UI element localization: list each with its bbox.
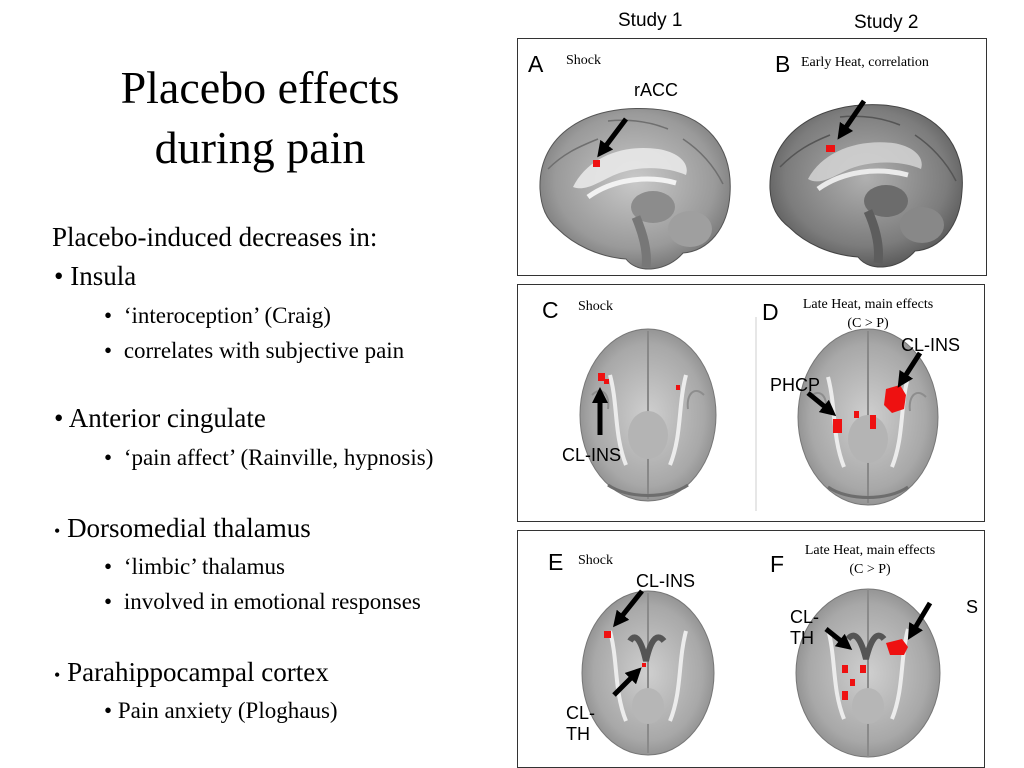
bullet-marker: • <box>104 303 113 328</box>
activation-phcp-d2 <box>870 415 876 429</box>
panel-letter-c: C <box>542 297 559 323</box>
study-2-label: Study 2 <box>854 12 919 33</box>
bullet-marker: • <box>104 445 113 470</box>
bullet-marker: • <box>104 554 113 579</box>
bullet-marker: • <box>54 261 64 291</box>
label-cl-th-e-line-2: TH <box>566 724 590 744</box>
panel-letter-e: E <box>548 549 564 575</box>
intro-text: Placebo-induced decreases in: <box>52 222 378 252</box>
label-phcp: PHCP <box>770 375 821 395</box>
panel-caption-a: Shock <box>566 53 601 68</box>
bullet-marker: • <box>54 521 61 541</box>
activation-phcp-d3 <box>854 411 859 418</box>
panel-caption-e: Shock <box>578 553 613 568</box>
label-cl-th-e: CL- TH <box>566 703 595 745</box>
bullet-marker: • <box>54 665 61 685</box>
activation-cl-ins-e <box>604 631 611 638</box>
sagittal-images <box>539 99 963 270</box>
bullet-heading: Insula <box>70 261 137 291</box>
panel-caption-d-line-1: Late Heat, main effects <box>802 297 934 312</box>
bullet-anterior-cingulate: • Anterior cingulate <box>54 403 266 434</box>
brain-sagittal-b <box>769 99 963 268</box>
activation-cl-ins-c2 <box>604 379 609 384</box>
bullet-marker: • <box>104 338 113 363</box>
brain-sagittal-a <box>539 107 731 270</box>
panel-caption-d: Late Heat, main effects (C > P) <box>788 295 948 333</box>
brain-axial-e <box>581 589 715 756</box>
label-cl-th-e-line-1: CL- <box>566 703 596 723</box>
brain-axial-d <box>797 328 939 506</box>
sub-bullet-text: ‘pain affect’ (Rainville, hypnosis) <box>123 445 434 470</box>
activation-phcp-d1 <box>833 419 842 433</box>
label-cl-th-f: CL- TH <box>790 607 819 649</box>
bullet-marker: • <box>104 698 113 723</box>
title-line-1: Placebo effects <box>120 62 400 113</box>
bullet-parahippocampal-cortex: • Parahippocampal cortex <box>54 657 329 688</box>
activation-cl-ins-d <box>884 385 906 413</box>
panel-letter-b: B <box>775 51 791 77</box>
bullet-heading: Anterior cingulate <box>68 403 266 433</box>
sub-bullet: • ‘interoception’ (Craig) <box>104 303 331 329</box>
brain-axial-f <box>795 588 941 758</box>
panel-caption-b: Early Heat, correlation <box>801 55 929 70</box>
sub-bullet: • correlates with subjective pain <box>104 338 404 364</box>
panel-caption-c: Shock <box>578 299 613 314</box>
sub-bullet-text: involved in emotional responses <box>123 589 421 614</box>
activation-racc-b <box>826 145 835 152</box>
bullet-heading: Dorsomedial thalamus <box>67 513 311 543</box>
axial-images-cd <box>579 317 939 511</box>
title-line-2: during pain <box>154 122 366 173</box>
label-cl-ins-d: CL-INS <box>901 335 961 355</box>
brain-axial-c <box>579 328 717 502</box>
label-racc: rACC <box>634 80 678 100</box>
slide-title: Placebo effects during pain <box>60 58 460 178</box>
panel-caption-f-line-2: (C > P) <box>849 562 891 577</box>
label-cl-ins-e: CL-INS <box>636 571 696 591</box>
sub-bullet: • ‘pain affect’ (Rainville, hypnosis) <box>104 445 433 471</box>
sub-bullet-text: correlates with subjective pain <box>123 338 405 363</box>
bullet-marker: • <box>54 403 64 433</box>
panel-caption-f-line-1: Late Heat, main effects <box>804 543 936 558</box>
label-cl-th-f-line-2: TH <box>790 628 814 648</box>
sub-bullet: • involved in emotional responses <box>104 589 421 615</box>
panel-letter-f: F <box>770 551 785 577</box>
activation-c3 <box>676 385 680 390</box>
panel-letter-d: D <box>762 299 779 325</box>
axial-images-ef <box>581 588 941 758</box>
panel-caption-f: Late Heat, main effects (C > P) <box>790 541 950 579</box>
label-cl-th-f-line-1: CL- <box>790 607 820 627</box>
sub-bullet: • ‘limbic’ thalamus <box>104 554 285 580</box>
activation-cl-th-e <box>642 663 646 667</box>
bullet-heading: Parahippocampal cortex <box>67 657 329 687</box>
sub-bullet-text: ‘interoception’ (Craig) <box>123 303 331 328</box>
activation-f-right <box>886 639 908 655</box>
bullet-insula: • Insula <box>54 261 136 292</box>
activation-racc-a <box>593 160 600 167</box>
bullet-marker: • <box>104 589 113 614</box>
panel-row-3: E Shock CL-INS CL- TH F Late Heat, main … <box>517 530 985 768</box>
bullet-dorsomedial-thalamus: • Dorsomedial thalamus <box>54 513 311 544</box>
activation-cl-ins-c1 <box>598 373 605 381</box>
study-1-label: Study 1 <box>618 10 683 31</box>
panel-row-2: C Shock CL-INS D Late Heat, main effects… <box>517 284 985 522</box>
label-cl-ins-c: CL-INS <box>562 445 622 465</box>
label-s-f: S <box>966 597 979 617</box>
activation-f-2 <box>860 665 866 673</box>
activation-f-3 <box>850 679 855 686</box>
panel-letter-a: A <box>528 51 544 77</box>
activation-f-1 <box>842 665 848 673</box>
sub-bullet-text: Pain anxiety (Ploghaus) <box>117 698 338 723</box>
sub-bullet: • Pain anxiety (Ploghaus) <box>104 698 338 724</box>
panel-caption-d-line-2: (C > P) <box>847 316 889 331</box>
panel-row-1: A Shock rACC B Early Heat, correlation <box>517 38 987 276</box>
activation-f-4 <box>842 691 848 700</box>
sub-bullet-text: ‘limbic’ thalamus <box>123 554 285 579</box>
